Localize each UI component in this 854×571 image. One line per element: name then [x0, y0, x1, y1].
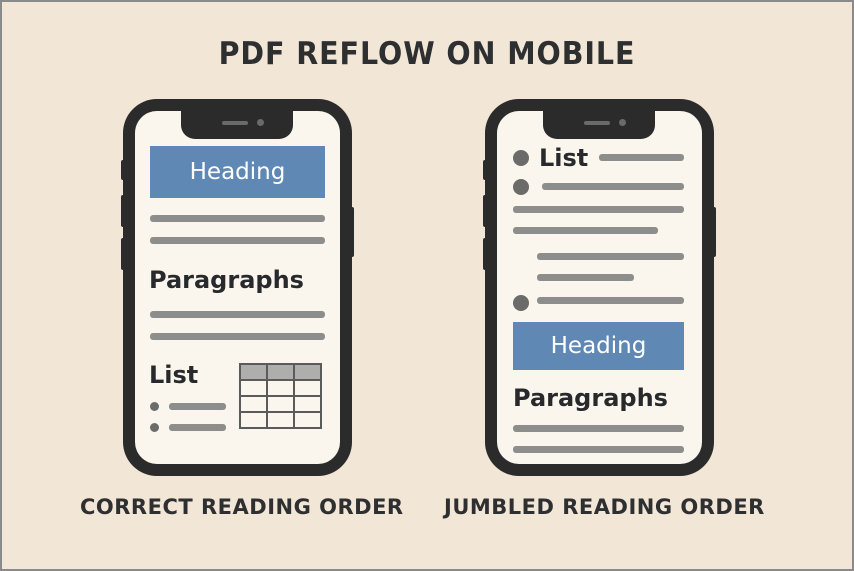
heading-block: Heading: [150, 146, 325, 198]
text-line: [537, 274, 634, 281]
list-label: List: [149, 361, 199, 389]
bullet-icon: [513, 179, 529, 195]
table-block: [239, 363, 322, 429]
text-line: [513, 227, 658, 234]
paragraphs-label: Paragraphs: [513, 384, 668, 412]
phone-notch: [543, 111, 655, 139]
camera-icon: [619, 119, 626, 126]
heading-block: Heading: [513, 322, 684, 370]
speaker-icon: [222, 121, 248, 125]
left-phone-screen: Heading Paragraphs List: [135, 111, 340, 464]
bullet-icon: [150, 402, 159, 411]
text-line: [513, 425, 684, 432]
bullet-icon: [513, 150, 529, 166]
text-line: [513, 206, 684, 213]
bullet-icon: [513, 295, 529, 311]
text-line: [537, 253, 684, 260]
text-line: [599, 154, 684, 161]
text-line: [513, 446, 684, 453]
text-line: [150, 311, 325, 318]
text-line: [150, 215, 325, 222]
diagram-title: PDF REFLOW ON MOBILE: [218, 36, 636, 72]
right-phone-screen: List Heading Paragraphs: [497, 111, 702, 464]
speaker-icon: [584, 121, 610, 125]
list-item-line: [169, 424, 226, 431]
camera-icon: [257, 119, 264, 126]
paragraphs-label: Paragraphs: [149, 266, 304, 294]
right-caption: JUMBLED READING ORDER: [444, 495, 765, 519]
phone-side-button: [712, 207, 716, 257]
list-label: List: [539, 144, 589, 172]
phone-notch: [181, 111, 293, 139]
left-caption: CORRECT READING ORDER: [80, 495, 404, 519]
list-item-line: [169, 403, 226, 410]
right-phone: List Heading Paragraphs: [485, 99, 714, 476]
text-line: [542, 183, 684, 190]
left-phone: Heading Paragraphs List: [123, 99, 352, 476]
text-line: [150, 237, 325, 244]
phone-side-button: [350, 207, 354, 257]
text-line: [537, 297, 684, 304]
bullet-icon: [150, 423, 159, 432]
text-line: [150, 333, 325, 340]
